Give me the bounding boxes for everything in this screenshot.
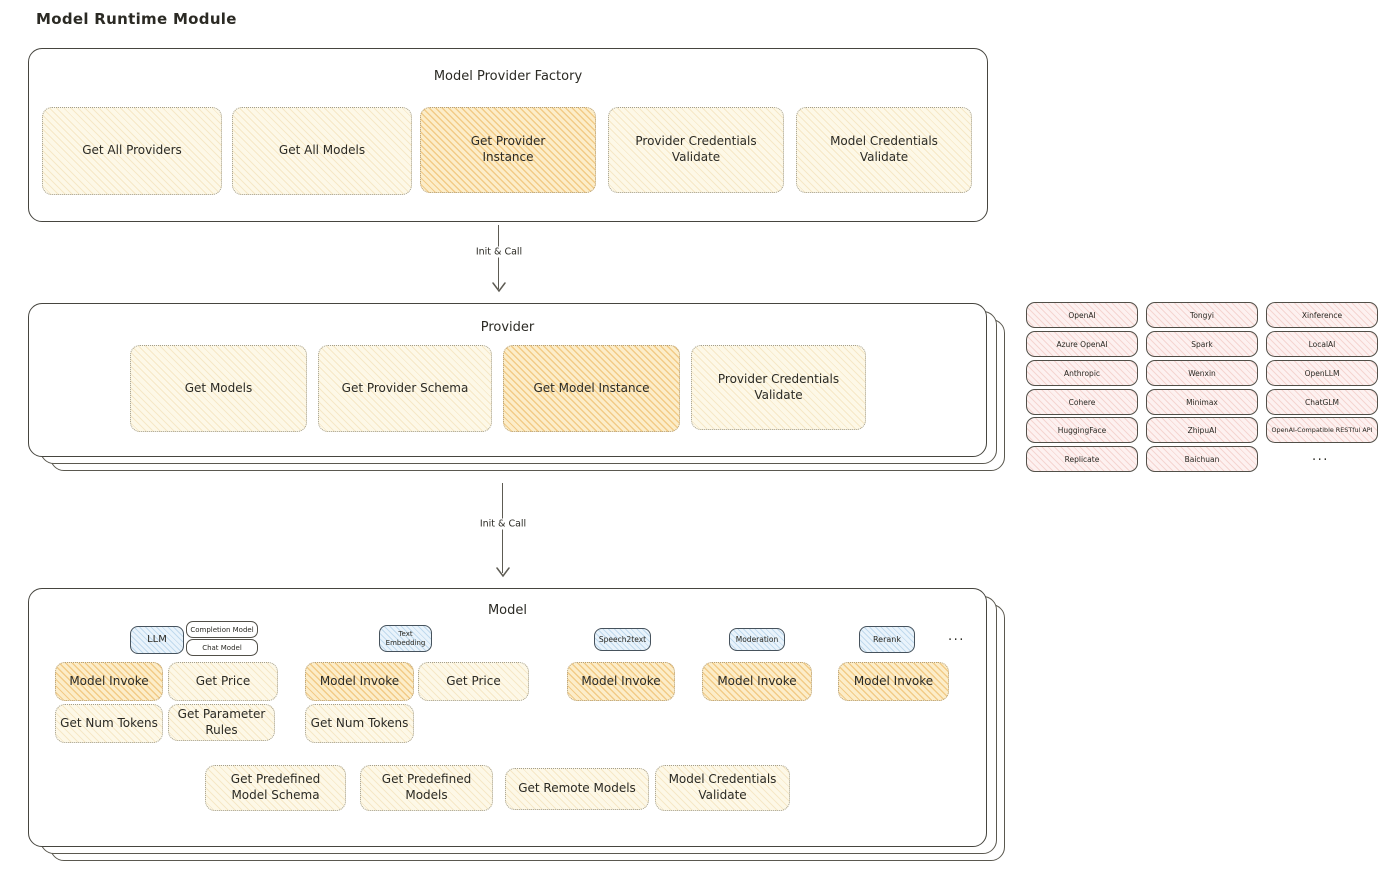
provider-cell-huggingface: HuggingFace <box>1026 417 1138 443</box>
provider-cell-wenxin: Wenxin <box>1146 360 1258 386</box>
provider-cell-replicate: Replicate <box>1026 446 1138 472</box>
factory-node-get-all-models: Get All Models <box>232 107 412 195</box>
provider-cell-spark: Spark <box>1146 331 1258 357</box>
model-node-te-get-num-tokens: Get Num Tokens <box>305 704 414 743</box>
provider-cell-minimax: Minimax <box>1146 389 1258 415</box>
provider-cell-chatglm: ChatGLM <box>1266 389 1378 415</box>
model-types-more-ellipsis: ... <box>948 629 965 644</box>
provider-cell-baichuan: Baichuan <box>1146 446 1258 472</box>
model-node-rerank-model-invoke: Model Invoke <box>838 662 949 701</box>
provider-cell-azure-openai: Azure OpenAI <box>1026 331 1138 357</box>
provider-cell-zhipuai: ZhipuAI <box>1146 417 1258 443</box>
provider-cell-cohere: Cohere <box>1026 389 1138 415</box>
provider-cell-xinference: Xinference <box>1266 302 1378 328</box>
provider-node-provider-credentials-validate: Provider Credentials Validate <box>691 345 866 430</box>
providers-more-ellipsis: ... <box>1312 449 1329 464</box>
arrowhead-down-icon <box>492 282 506 293</box>
model-node-llm-get-num-tokens: Get Num Tokens <box>55 704 163 743</box>
model-node-te-model-invoke: Model Invoke <box>305 662 414 701</box>
provider-cell-openllm: OpenLLM <box>1266 360 1378 386</box>
factory-node-get-all-providers: Get All Providers <box>42 107 222 195</box>
model-node-llm-model-invoke: Model Invoke <box>55 662 163 701</box>
model-node-get-predefined-models: Get Predefined Models <box>360 765 493 811</box>
provider-cell-openai: OpenAI <box>1026 302 1138 328</box>
model-node-s2t-model-invoke: Model Invoke <box>567 662 675 701</box>
arrowhead-down-icon <box>496 567 510 578</box>
arrow-label-init-call-2: Init & Call <box>474 518 532 530</box>
model-node-get-predefined-model-schema: Get Predefined Model Schema <box>205 765 346 811</box>
model-type-chip-chat-model: Chat Model <box>186 639 258 656</box>
provider-cell-tongyi: Tongyi <box>1146 302 1258 328</box>
model-node-model-credentials-validate: Model Credentials Validate <box>655 765 790 811</box>
arrow-label-init-call-1: Init & Call <box>470 246 528 258</box>
model-node-moderation-model-invoke: Model Invoke <box>702 662 812 701</box>
factory-node-get-provider-instance: Get Provider Instance <box>420 107 596 193</box>
page-title: Model Runtime Module <box>36 10 237 28</box>
model-node-llm-get-parameter-rules: Get Parameter Rules <box>168 704 275 741</box>
provider-title: Provider <box>480 320 535 335</box>
factory-node-model-credentials-validate: Model Credentials Validate <box>796 107 972 193</box>
factory-node-provider-credentials-validate: Provider Credentials Validate <box>608 107 784 193</box>
model-type-chip-speech2text: Speech2text <box>594 628 651 651</box>
model-type-chip-rerank: Rerank <box>859 626 915 653</box>
provider-node-get-models: Get Models <box>130 345 307 432</box>
model-type-chip-moderation: Moderation <box>729 628 785 651</box>
model-type-chip-llm: LLM <box>130 626 184 654</box>
model-node-llm-get-price: Get Price <box>168 662 278 701</box>
model-node-get-remote-models: Get Remote Models <box>505 768 649 810</box>
provider-cell-anthropic: Anthropic <box>1026 360 1138 386</box>
provider-node-get-provider-schema: Get Provider Schema <box>318 345 492 432</box>
provider-cell-localai: LocalAI <box>1266 331 1378 357</box>
model-title: Model <box>487 603 528 618</box>
model-type-chip-completion-model: Completion Model <box>186 621 258 638</box>
factory-title: Model Provider Factory <box>433 69 583 84</box>
provider-cell-openai-compatible: OpenAI-Compatible RESTful API <box>1266 417 1378 443</box>
model-node-te-get-price: Get Price <box>418 662 529 701</box>
model-type-chip-text-embedding: Text Embedding <box>379 625 432 652</box>
provider-node-get-model-instance: Get Model Instance <box>503 345 680 432</box>
